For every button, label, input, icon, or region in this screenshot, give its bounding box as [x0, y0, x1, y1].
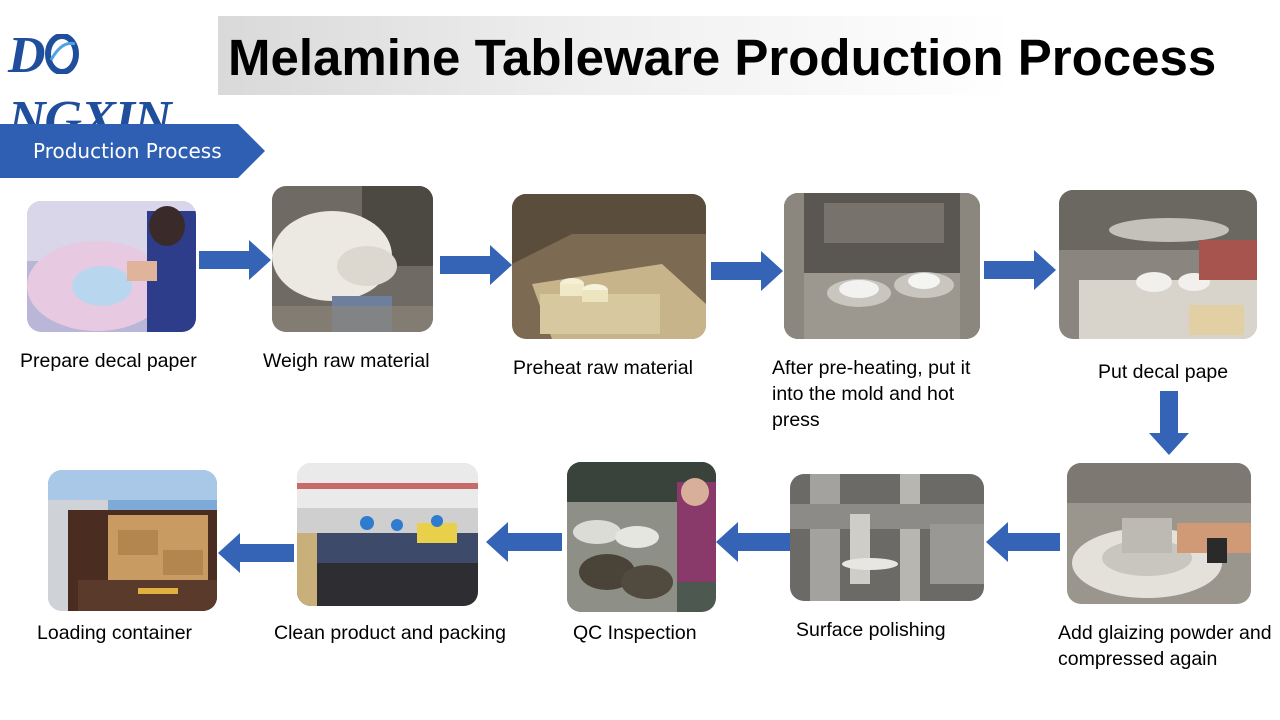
step-1-photo — [27, 201, 196, 332]
polishing-machine-photo — [790, 474, 984, 601]
page-title: Melamine Tableware Production Process — [228, 29, 1217, 86]
arrow-right-icon — [984, 250, 1056, 290]
decal-paper-photo — [27, 201, 196, 332]
step-6-label: Add glaizing powder and compressed again — [1058, 622, 1272, 670]
step-10-label: Loading container — [37, 622, 193, 644]
title-bar: Melamine Tableware Production Process — [218, 16, 1280, 95]
preheat-oven-photo — [512, 194, 706, 339]
container-loading-photo — [48, 470, 217, 611]
brand-logo: D NGXIN — [8, 26, 172, 148]
arrow-right-icon — [711, 251, 783, 291]
step-6-photo — [1067, 463, 1251, 604]
raw-material-bag-photo — [272, 186, 433, 332]
step-9-photo — [297, 463, 478, 606]
decal-press-photo — [1059, 190, 1257, 339]
step-2-label: Weigh raw material — [263, 350, 430, 372]
step-5-label: Put decal pape — [1098, 361, 1229, 383]
step-2-photo — [272, 186, 433, 332]
arrow-right-icon — [199, 240, 271, 280]
arrow-left-icon — [986, 522, 1060, 562]
arrow-left-icon — [486, 522, 562, 562]
step-8-photo — [567, 462, 716, 612]
arrow-down-icon — [1149, 391, 1189, 455]
step-5-photo — [1059, 190, 1257, 339]
arrow-left-icon — [716, 522, 790, 562]
step-3-label: Preheat raw material — [513, 357, 693, 379]
step-7-label: Surface polishing — [796, 619, 946, 641]
step-3-photo — [512, 194, 706, 339]
qc-inspection-photo — [567, 462, 716, 612]
arrow-right-icon — [440, 245, 512, 285]
section-tag-label: Production Process — [33, 139, 222, 163]
step-10-photo — [48, 470, 217, 611]
step-9-label: Clean product and packing — [274, 622, 506, 644]
step-4-photo — [784, 193, 980, 339]
hot-press-mold-photo — [784, 193, 980, 339]
packing-line-photo — [297, 463, 478, 606]
glazing-powder-photo — [1067, 463, 1251, 604]
step-7-photo — [790, 474, 984, 601]
arrow-left-icon — [218, 533, 294, 573]
step-8-label: QC Inspection — [573, 622, 697, 644]
step-1-label: Prepare decal paper — [20, 350, 197, 372]
step-4-label: After pre-heating, put it into the mold … — [772, 357, 971, 431]
logo-o-icon — [44, 26, 79, 75]
section-tag: Production Process — [0, 124, 265, 178]
